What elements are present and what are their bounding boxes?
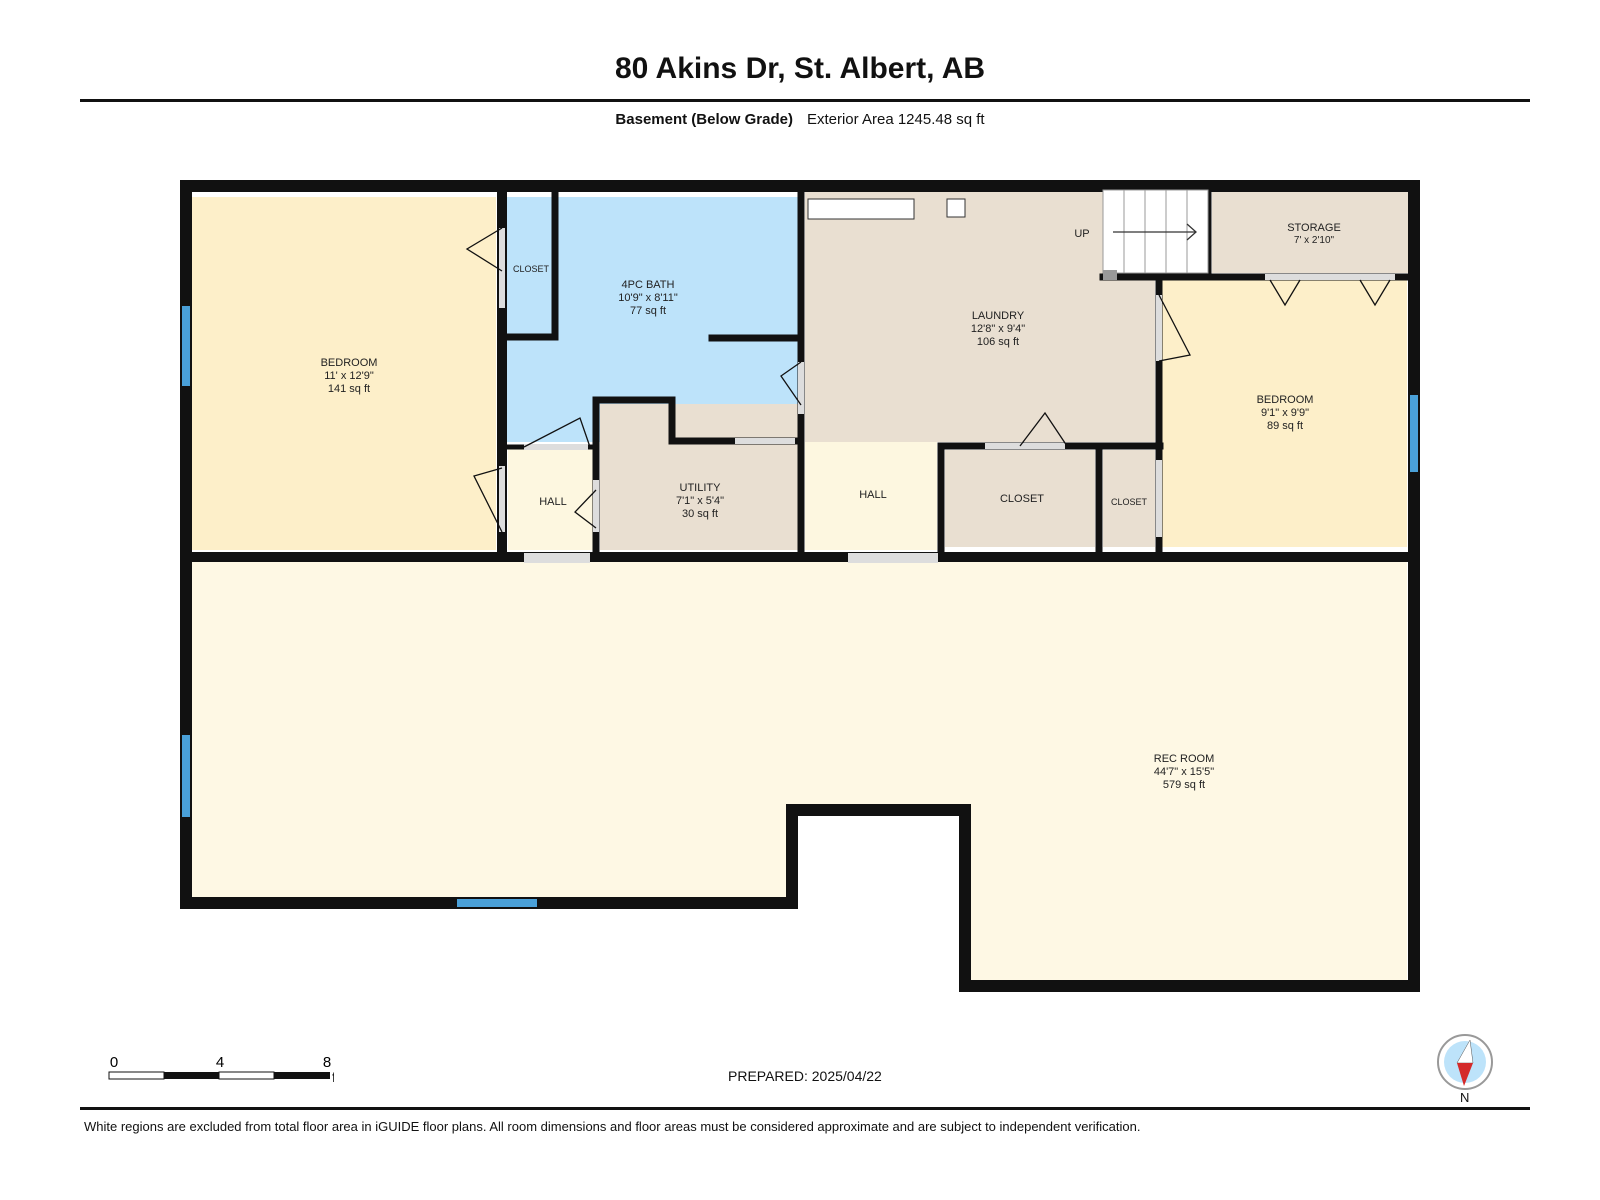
stairs-up-label: UP [1074,228,1089,240]
rec-room-fill [192,557,1407,980]
hall2-fill [805,442,937,550]
exterior-area: Exterior Area 1245.48 sq ft [806,111,985,128]
bath-area: 77 sq ft [630,305,666,317]
laundry-fill [805,190,1155,442]
opening-storage [1265,274,1395,280]
windows [182,306,1418,907]
scale-unit: ft [332,1069,334,1082]
bath-dims: 10'9" x 8'11" [618,292,678,304]
rec-room-dims: 44'7" x 15'5" [1154,766,1214,778]
window-rec-west [182,735,190,817]
prepared-date: PREPARED: 2025/04/22 [728,1068,882,1084]
stairs-post [1103,270,1117,280]
door-openings [499,228,1395,563]
bedroom1-area: 141 sq ft [328,383,370,395]
utility-name: UTILITY [680,482,722,494]
wall-closet1 [498,186,559,341]
door-swing-bedroom2 [1158,294,1191,362]
door-swing-storage-b [1359,279,1391,307]
closet2-fill [945,450,1095,547]
door-swing-closet1 [465,227,503,272]
opening-hall1-rec [524,553,590,563]
storage-dims: 7' x 2'10" [1294,235,1335,246]
scale-tick-8: 8 [323,1054,331,1071]
scale-tick-4: 4 [216,1054,224,1071]
page-title: 80 Akins Dr, St. Albert, AB [614,52,986,85]
door-swing-hall1-bath [523,417,591,448]
floor-subtitle: Basement (Below Grade) Exterior Area 1245… [0,111,1600,128]
stairs [1102,189,1209,280]
floor-name: Basement (Below Grade) [615,111,793,128]
wall-utility [592,396,805,561]
scale-segment-white [108,1071,165,1080]
utility-fill [600,404,798,550]
compass [1437,1034,1493,1090]
rec-room-name: REC ROOM [1154,753,1215,765]
scale-tick-0: 0 [110,1054,118,1071]
door-swing-hall1 [473,467,503,533]
bedroom2-name: BEDROOM [1257,394,1314,406]
window-bedroom1 [182,306,190,386]
laundry-area: 106 sq ft [977,336,1019,348]
opening-closet1 [499,228,505,308]
window-rec-south [457,899,537,907]
scale-segment-black [274,1072,330,1079]
bedroom2-fill [1162,280,1407,547]
scale-bar: 0 4 8 ft [108,1054,334,1082]
closet2-name: CLOSET [1000,493,1044,505]
door-swing-closet2 [1019,411,1068,447]
door-swing-storage-a [1269,279,1301,307]
footnote: White regions are excluded from total fl… [84,1119,1141,1134]
hall2-name: HALL [859,489,887,501]
outer-wall [180,180,1420,992]
opening-hall1 [499,466,505,532]
laundry-name: LAUNDRY [972,310,1025,322]
utility-dims: 7'1" x 5'4" [676,495,724,507]
door-swing-utility [574,489,597,529]
closet3-fill [1103,450,1155,547]
storage-fill [1212,190,1408,273]
laundry-dims: 12'8" x 9'4" [971,323,1025,335]
window-bedroom2 [1410,395,1418,472]
footer-divider [80,1107,1530,1110]
stairs-arrow-head [1186,223,1197,241]
rec-room-area: 579 sq ft [1163,779,1205,791]
hall1-name: HALL [539,496,567,508]
compass-label: N [1460,1090,1470,1105]
bedroom2-area: 89 sq ft [1267,420,1303,432]
opening-utility [593,480,599,532]
scale-segment-black [164,1072,219,1079]
bedroom1-dims: 11' x 12'9" [324,370,374,382]
header-divider [80,99,1530,102]
opening-bedroom2 [1156,295,1162,361]
scale-segment-white [218,1071,275,1080]
closet1-name: CLOSET [513,264,550,274]
bedroom1-name: BEDROOM [321,357,378,369]
opening-hall1-bath [524,444,588,450]
laundry-counter [807,198,915,220]
bedroom2-dims: 9'1" x 9'9" [1261,407,1309,419]
door-swing-bath [780,361,802,406]
opening-bath [798,362,804,414]
hall1-fill [508,447,594,550]
opening-utility-bath [735,438,795,444]
wall-closet2 [937,442,1164,561]
storage-name: STORAGE [1287,222,1341,234]
bath-name: 4PC BATH [622,279,675,291]
opening-hall2-rec [848,553,938,563]
laundry-vent [946,198,966,218]
opening-closet2 [985,443,1065,449]
opening-closet3 [1156,460,1162,537]
door-swings [465,227,1391,533]
utility-area: 30 sq ft [682,508,718,520]
closet3-name: CLOSET [1111,497,1148,507]
bedroom1-fill [192,197,496,550]
compass-needle-north [1457,1063,1473,1086]
